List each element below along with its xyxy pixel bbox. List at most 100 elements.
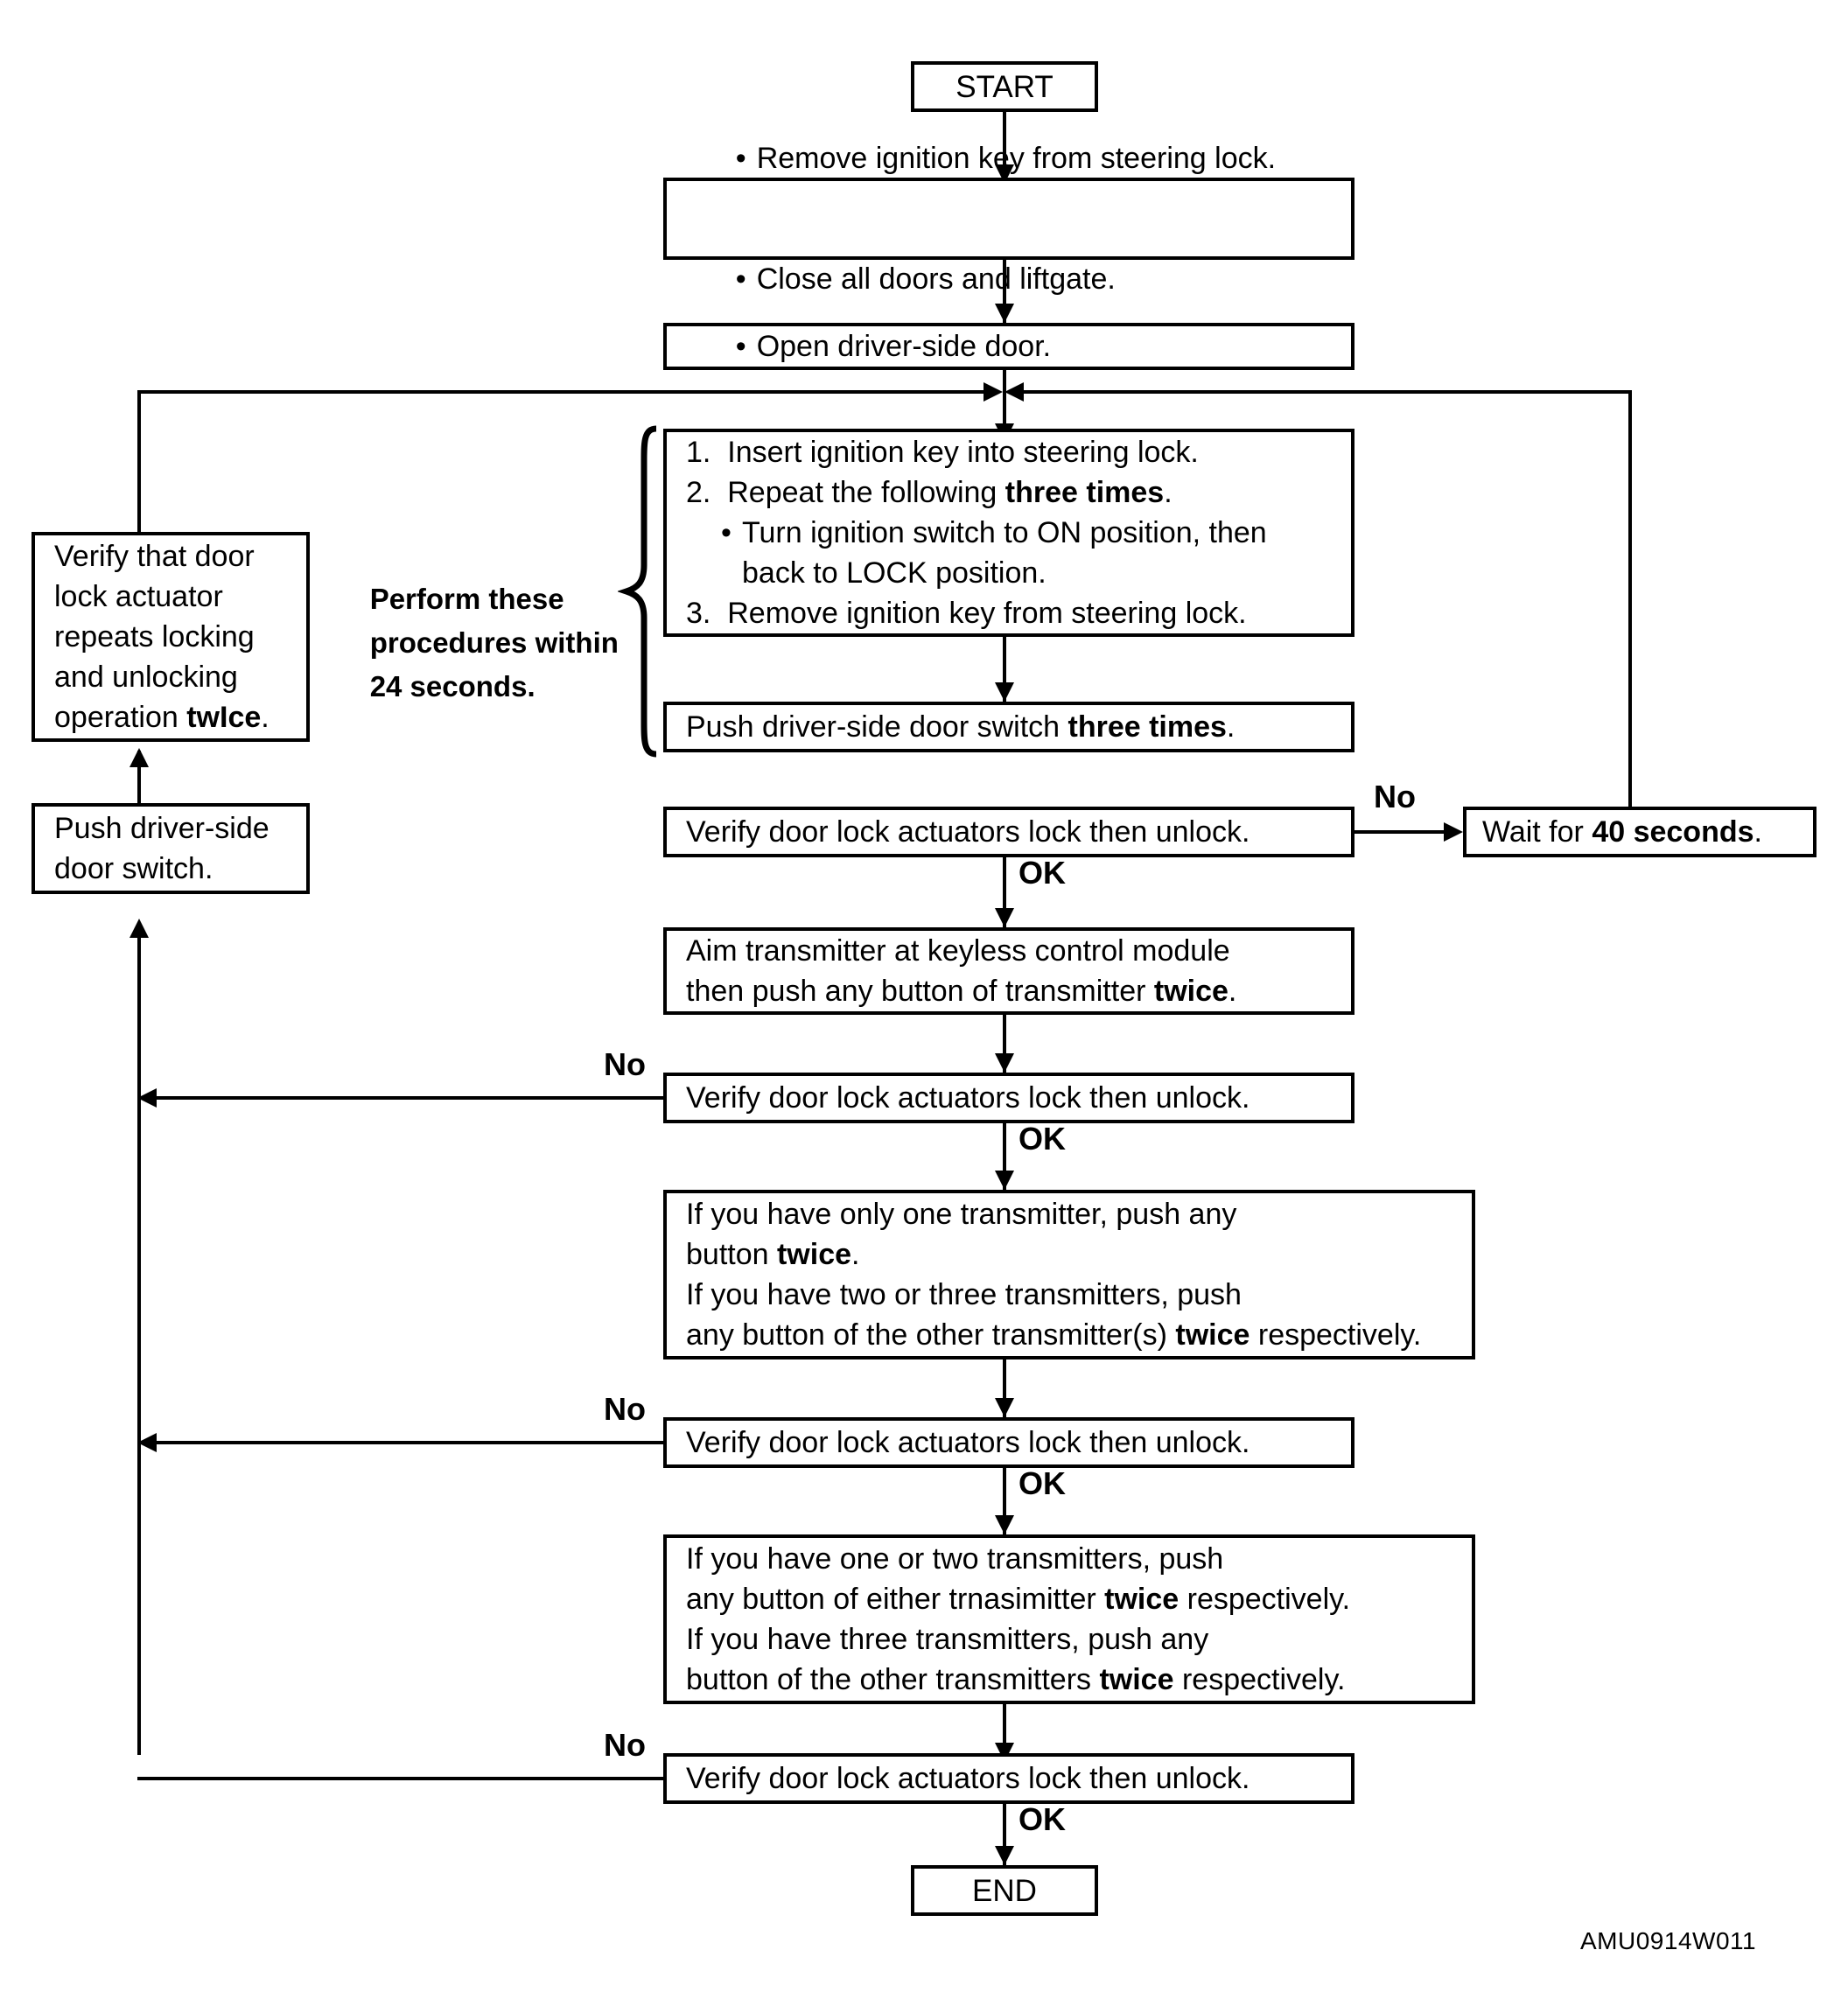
transmitter-a-line-4: any button of the other transmitter(s) t… — [686, 1318, 1422, 1352]
bullet-icon: • — [721, 516, 732, 549]
push-switch-three-label: Push driver-side door switch three times… — [686, 710, 1236, 744]
connector-procedure-to-push3 — [1003, 637, 1006, 702]
arrowhead-right-1 — [1444, 822, 1463, 842]
arrowhead-down-2 — [995, 304, 1014, 323]
transmitter-b-line-4: button of the other transmitters twice r… — [686, 1663, 1346, 1696]
connector-verify4-to-end — [1003, 1804, 1006, 1865]
node-prep-line-1: •Remove ignition key from steering lock. — [667, 98, 1351, 219]
connector-verify4-no — [137, 1777, 663, 1780]
node-end: END — [911, 1865, 1098, 1916]
push-door-switch-line-2: door switch. — [54, 852, 214, 885]
transmitter-b-line-3: If you have three transmitters, push any — [686, 1623, 1209, 1656]
node-verify-1: Verify door lock actuators lock then unl… — [663, 807, 1354, 857]
connector-transmitterB-to-verify4 — [1003, 1704, 1006, 1762]
connector-verify2-no — [137, 1096, 663, 1100]
verify-repeat-line-5: operation twIce. — [54, 701, 270, 734]
connector-verify1-to-wait40 — [1354, 830, 1451, 834]
key-procedure-line-1: 1. Insert ignition key into steering loc… — [686, 436, 1199, 469]
arrowhead-up-1 — [130, 748, 149, 767]
arrowhead-down-4 — [995, 682, 1014, 702]
verify-repeat-line-2: lock actuator — [54, 580, 223, 613]
key-procedure-line-4: back to LOCK position. — [742, 556, 1046, 590]
connector-merge-to-procedure — [1003, 390, 1006, 443]
arrowhead-left-merge — [1004, 382, 1024, 402]
verify-1-label: Verify door lock actuators lock then unl… — [686, 815, 1250, 849]
connector-transmitterA-to-verify3 — [1003, 1359, 1006, 1417]
arrowhead-down-11 — [995, 1846, 1014, 1865]
node-verify-actuator-repeat: Verify that door lock actuator repeats l… — [32, 532, 310, 742]
transmitter-a-line-2: button twice. — [686, 1238, 860, 1271]
node-verify-3: Verify door lock actuators lock then unl… — [663, 1417, 1354, 1468]
arrowhead-right-merge — [984, 382, 1003, 402]
label-no-3: No — [604, 1391, 646, 1427]
transmitter-b-line-1: If you have one or two transmitters, pus… — [686, 1542, 1224, 1576]
node-verify-4: Verify door lock actuators lock then unl… — [663, 1753, 1354, 1804]
push-door-switch-line-1: Push driver-side — [54, 812, 270, 845]
perform-within-line-1: Perform these — [369, 583, 564, 615]
label-ok-2: OK — [1018, 1121, 1066, 1157]
label-no-2: No — [604, 1046, 646, 1082]
label-no-1: No — [1374, 779, 1416, 814]
node-push-switch-three: Push driver-side door switch three times… — [663, 702, 1354, 752]
arrowhead-left-1 — [137, 1088, 157, 1108]
label-ok-4: OK — [1018, 1801, 1066, 1837]
node-verify-2: Verify door lock actuators lock then unl… — [663, 1073, 1354, 1123]
arrowhead-down-7 — [995, 1171, 1014, 1190]
verify-repeat-line-3: repeats locking — [54, 620, 255, 654]
node-aim-transmitter: Aim transmitter at keyless control modul… — [663, 927, 1354, 1015]
node-transmitter-a: If you have only one transmitter, push a… — [663, 1190, 1475, 1359]
verify-repeat-line-1: Verify that door — [54, 540, 255, 573]
key-procedure-line-5: 3. Remove ignition key from steering loc… — [686, 597, 1247, 630]
verify-3-label: Verify door lock actuators lock then unl… — [686, 1426, 1250, 1459]
verify-4-label: Verify door lock actuators lock then unl… — [686, 1762, 1250, 1795]
connector-open-to-merge — [1003, 370, 1006, 394]
node-wait-40-seconds: Wait for 40 seconds. — [1463, 807, 1816, 857]
transmitter-a-line-3: If you have two or three transmitters, p… — [686, 1278, 1242, 1311]
arrowhead-down-5 — [995, 908, 1014, 927]
label-ok-3: OK — [1018, 1465, 1066, 1501]
bullet-icon: • — [735, 262, 746, 296]
arrowhead-up-2 — [130, 919, 149, 938]
connector-verify3-no — [137, 1441, 663, 1444]
loop-merge-bar-right — [1019, 390, 1632, 394]
aim-transmitter-line-2: then push any button of transmitter twic… — [686, 975, 1237, 1008]
node-transmitter-b: If you have one or two transmitters, pus… — [663, 1534, 1475, 1704]
procedure-brace — [618, 425, 663, 758]
node-key-procedure: 1. Insert ignition key into steering loc… — [663, 429, 1354, 637]
connector-verify1-to-aim — [1003, 857, 1006, 927]
verify-2-label: Verify door lock actuators lock then unl… — [686, 1081, 1250, 1115]
node-push-door-switch: Push driver-side door switch. — [32, 803, 310, 894]
loop-merge-bar-left — [137, 390, 988, 394]
node-end-label: END — [972, 1873, 1037, 1908]
connector-prep-to-open — [1003, 260, 1006, 323]
label-no-4: No — [604, 1727, 646, 1763]
arrowhead-down-8 — [995, 1398, 1014, 1417]
arrowhead-down-9 — [995, 1515, 1014, 1534]
node-open-door-line-1: •Open driver-side door. — [667, 286, 1351, 407]
node-start: START — [911, 61, 1098, 112]
arrowhead-down-6 — [995, 1053, 1014, 1073]
connector-verify3-to-transmitterB — [1003, 1468, 1006, 1534]
perform-within-line-2: procedures within — [369, 626, 619, 659]
transmitter-a-line-1: If you have only one transmitter, push a… — [686, 1198, 1237, 1231]
bullet-icon: • — [735, 142, 746, 175]
perform-within-line-3: 24 seconds. — [369, 670, 536, 702]
node-open-door: •Open driver-side door. — [663, 323, 1354, 370]
connector-aim-to-verify2 — [1003, 1015, 1006, 1073]
verify-repeat-line-4: and unlocking — [54, 661, 238, 694]
loop-right-riser — [1628, 390, 1632, 807]
node-prep-line-2: •Close all doors and liftgate. — [667, 219, 1351, 339]
key-procedure-line-2: 2. Repeat the following three times. — [686, 476, 1172, 509]
aim-transmitter-line-1: Aim transmitter at keyless control modul… — [686, 934, 1230, 968]
node-start-label: START — [956, 69, 1054, 104]
connector-pushswitch-to-verifyrepeat — [137, 751, 141, 805]
key-procedure-line-3: •Turn ignition switch to ON position, th… — [667, 513, 1351, 553]
reference-code: AMU0914W011 — [1580, 1927, 1757, 1954]
node-prep: •Remove ignition key from steering lock.… — [663, 142, 1354, 296]
bullet-icon: • — [735, 330, 746, 363]
label-ok-1: OK — [1018, 855, 1066, 891]
loop-left-riser — [137, 390, 141, 535]
transmitter-b-line-2: any button of either trnasimitter twice … — [686, 1583, 1351, 1616]
wait-40-label: Wait for 40 seconds. — [1482, 815, 1762, 849]
